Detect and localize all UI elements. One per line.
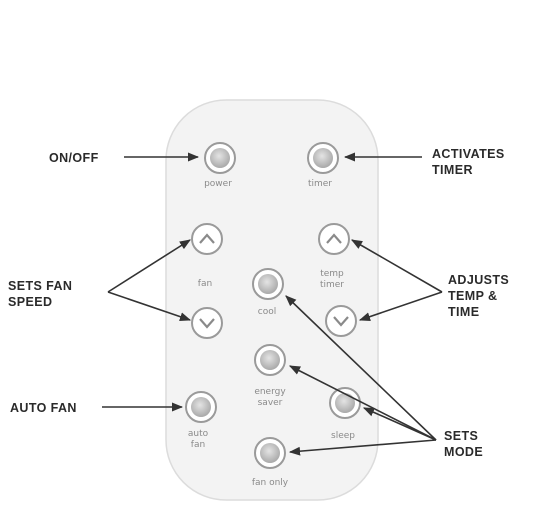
arrow-mode-cool: [285, 295, 437, 441]
chevron-up-icon: [326, 233, 342, 244]
power-label: power: [204, 179, 232, 189]
temp-timer-label-line2: timer: [320, 280, 344, 290]
callout-sets-fan-speed-line1: SETS FAN: [8, 279, 73, 293]
arrow-mode-fan-only: [288, 439, 437, 456]
callout-sets-mode: SETS MODE: [444, 428, 483, 460]
auto-fan-label-line1: auto: [188, 429, 209, 439]
arrow-adjusts-up: [351, 239, 443, 293]
chevron-down-icon: [333, 316, 349, 327]
fan-down-button[interactable]: [191, 307, 223, 339]
callout-arrows: [102, 152, 443, 456]
sleep-button[interactable]: sleep: [329, 387, 361, 441]
temp-down-button[interactable]: [325, 305, 357, 337]
callout-sets-fan-speed-line2: SPEED: [8, 295, 53, 309]
auto-fan-button[interactable]: auto fan: [185, 391, 217, 450]
callout-auto-fan: AUTO FAN: [10, 401, 77, 415]
arrow-fan-speed-up: [107, 239, 191, 293]
arrow-fan-speed-down: [107, 291, 192, 321]
energy-saver-label-line2: saver: [258, 398, 283, 408]
callout-sets-fan-speed: SETS FAN SPEED: [8, 278, 72, 310]
auto-fan-label-line2: fan: [191, 440, 205, 450]
fan-only-label: fan only: [252, 478, 289, 488]
timer-label: timer: [308, 179, 332, 189]
sleep-label: sleep: [331, 431, 355, 441]
arrow-adjusts-down: [358, 291, 443, 321]
temp-timer-label-line1: temp: [320, 269, 344, 279]
callout-adjusts-line3: TIME: [448, 305, 480, 319]
callout-adjusts-line1: ADJUSTS: [448, 273, 510, 287]
callout-activates-timer: ACTIVATES TIMER: [432, 146, 505, 178]
callout-sets-mode-line2: MODE: [444, 445, 484, 459]
fan-up-button[interactable]: [191, 223, 223, 255]
timer-button[interactable]: timer: [307, 142, 339, 189]
cool-label: cool: [258, 307, 276, 317]
fan-only-button[interactable]: fan only: [252, 437, 289, 488]
arrow-mode-energy-saver: [289, 365, 437, 441]
temp-up-button[interactable]: [318, 223, 350, 255]
remote-body: [165, 99, 379, 501]
callout-adjusts-line2: TEMP &: [448, 289, 498, 303]
callout-on-off: ON/OFF: [49, 151, 99, 165]
arrow-mode-sleep: [362, 407, 437, 441]
callout-adjusts-temp-time: ADJUSTS TEMP & TIME: [448, 272, 509, 320]
callout-activates-timer-line2: TIMER: [432, 163, 473, 177]
fan-label: fan: [198, 279, 212, 289]
cool-button[interactable]: cool: [252, 268, 284, 317]
power-button[interactable]: power: [204, 142, 236, 189]
energy-saver-button[interactable]: energy saver: [254, 344, 286, 408]
callout-sets-mode-line1: SETS: [444, 429, 479, 443]
chevron-up-icon: [199, 233, 215, 244]
callout-activates-timer-line1: ACTIVATES: [432, 147, 505, 161]
chevron-down-icon: [199, 318, 215, 329]
energy-saver-label-line1: energy: [254, 387, 286, 397]
